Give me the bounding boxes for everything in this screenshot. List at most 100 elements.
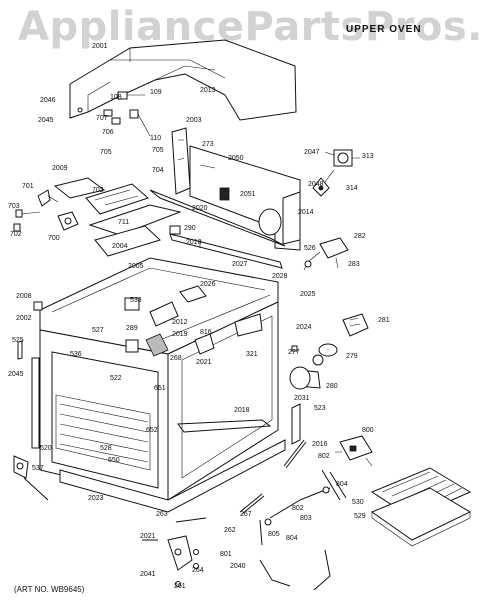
part-callout-2021: 2021 <box>196 359 212 366</box>
part-callout-2026: 2026 <box>200 281 216 288</box>
switch-cluster-part <box>103 91 151 137</box>
convection-fan-part <box>312 149 360 197</box>
part-callout-2045: 2045 <box>38 117 54 124</box>
upper-hinge-part <box>53 177 182 257</box>
part-callout-530: 530 <box>352 499 364 506</box>
part-callout-2047: 2047 <box>304 149 320 156</box>
oven-cavity-part <box>39 257 286 513</box>
part-callout-314: 314 <box>346 185 358 192</box>
part-callout-2005: 2005 <box>128 263 144 270</box>
part-callout-651: 651 <box>154 385 166 392</box>
part-callout-2002: 2002 <box>16 315 32 322</box>
part-callout-321: 321 <box>246 351 258 358</box>
part-callout-2003: 2003 <box>186 117 202 124</box>
part-callout-313: 313 <box>362 153 374 160</box>
side-panel-part <box>282 191 301 245</box>
latch-part <box>13 189 79 232</box>
part-callout-2050: 2050 <box>228 155 244 162</box>
part-callout-804: 804 <box>286 535 298 542</box>
part-callout-711: 711 <box>118 219 129 226</box>
part-callout-525: 525 <box>12 337 24 344</box>
part-callout-703: 703 <box>8 203 20 210</box>
part-callout-2010: 2010 <box>186 239 202 246</box>
part-callout-283: 283 <box>348 261 360 268</box>
part-callout-802: 802 <box>292 505 304 512</box>
callout-label-layer: 2001204620452013109108707110200370670570… <box>8 43 390 590</box>
part-callout-2004: 2004 <box>112 243 128 250</box>
part-callout-704: 704 <box>152 167 164 174</box>
part-callout-2048: 2048 <box>308 181 324 188</box>
part-callout-268: 268 <box>170 355 182 362</box>
right-trim-part <box>291 403 301 445</box>
part-callout-527: 527 <box>92 327 104 334</box>
terminal-block-part <box>335 435 373 467</box>
part-callout-262: 262 <box>224 527 236 534</box>
part-callout-804: 804 <box>336 481 348 488</box>
part-callout-2001: 2001 <box>92 43 108 50</box>
part-callout-280: 280 <box>326 383 338 390</box>
watermark: AppliancePartsPros.com <box>18 4 480 50</box>
part-callout-110: 110 <box>150 135 161 142</box>
art-number: (ART NO. WB9645) <box>14 585 85 594</box>
part-callout-650: 650 <box>108 457 120 464</box>
rear-panel-part <box>189 145 301 251</box>
part-callout-522: 522 <box>110 375 122 382</box>
part-callout-536: 536 <box>70 351 82 358</box>
oven-light-part <box>289 313 369 390</box>
door-hinge-part <box>13 455 49 501</box>
part-callout-705: 705 <box>100 149 112 156</box>
part-callout-2014: 2014 <box>298 209 314 216</box>
part-callout-2013: 2013 <box>200 87 216 94</box>
part-callout-2018: 2018 <box>234 407 250 414</box>
part-callout-700: 700 <box>48 235 60 242</box>
part-callout-537: 537 <box>32 465 44 472</box>
part-callout-706: 706 <box>102 129 114 136</box>
part-callout-109: 109 <box>150 89 162 96</box>
part-callout-526: 526 <box>304 245 316 252</box>
front-trim-part <box>17 301 43 449</box>
part-callout-2008: 2008 <box>16 293 32 300</box>
part-callout-702: 702 <box>10 231 22 238</box>
part-callout-2023: 2023 <box>88 495 104 502</box>
part-callout-282: 282 <box>354 233 366 240</box>
part-callout-2019: 2019 <box>172 331 188 338</box>
part-callout-2046: 2046 <box>40 97 56 104</box>
part-callout-705: 705 <box>152 147 164 154</box>
part-callout-816: 816 <box>200 329 212 336</box>
part-callout-108: 108 <box>110 94 122 101</box>
part-callout-520: 520 <box>40 445 52 452</box>
section-title: UPPER OVEN <box>346 24 422 35</box>
part-callout-2012: 2012 <box>172 319 188 326</box>
broiler-pan-part <box>370 467 472 547</box>
tube-part <box>239 439 307 515</box>
part-callout-261: 261 <box>174 583 186 590</box>
part-callout-279: 279 <box>346 353 358 360</box>
part-callout-805: 805 <box>268 531 280 538</box>
part-callout-2028: 2028 <box>272 273 288 280</box>
part-callout-2041: 2041 <box>140 571 156 578</box>
part-callout-267: 267 <box>240 511 252 518</box>
part-callout-281: 281 <box>378 317 390 324</box>
door-linkage-part <box>142 469 347 591</box>
part-callout-652: 652 <box>146 427 158 434</box>
bracket-column-part <box>171 127 191 195</box>
part-callout-800: 800 <box>362 427 374 434</box>
part-callout-2024: 2024 <box>296 324 312 331</box>
part-callout-2040: 2040 <box>230 563 246 570</box>
part-callout-701: 701 <box>22 183 34 190</box>
part-callout-702: 702 <box>92 187 104 194</box>
cross-brace-part <box>149 189 286 269</box>
part-callout-2009: 2009 <box>52 165 68 172</box>
bake-element-part <box>177 419 272 433</box>
part-callout-523: 523 <box>314 405 326 412</box>
part-callout-273: 273 <box>202 141 214 148</box>
part-callout-802: 802 <box>318 453 330 460</box>
part-callout-277: 277 <box>288 349 300 356</box>
part-callout-2020: 2020 <box>192 205 208 212</box>
part-callout-289: 289 <box>126 325 138 332</box>
part-callout-2016: 2016 <box>312 441 328 448</box>
part-callout-801: 801 <box>220 551 232 558</box>
part-callout-538: 538 <box>130 297 142 304</box>
